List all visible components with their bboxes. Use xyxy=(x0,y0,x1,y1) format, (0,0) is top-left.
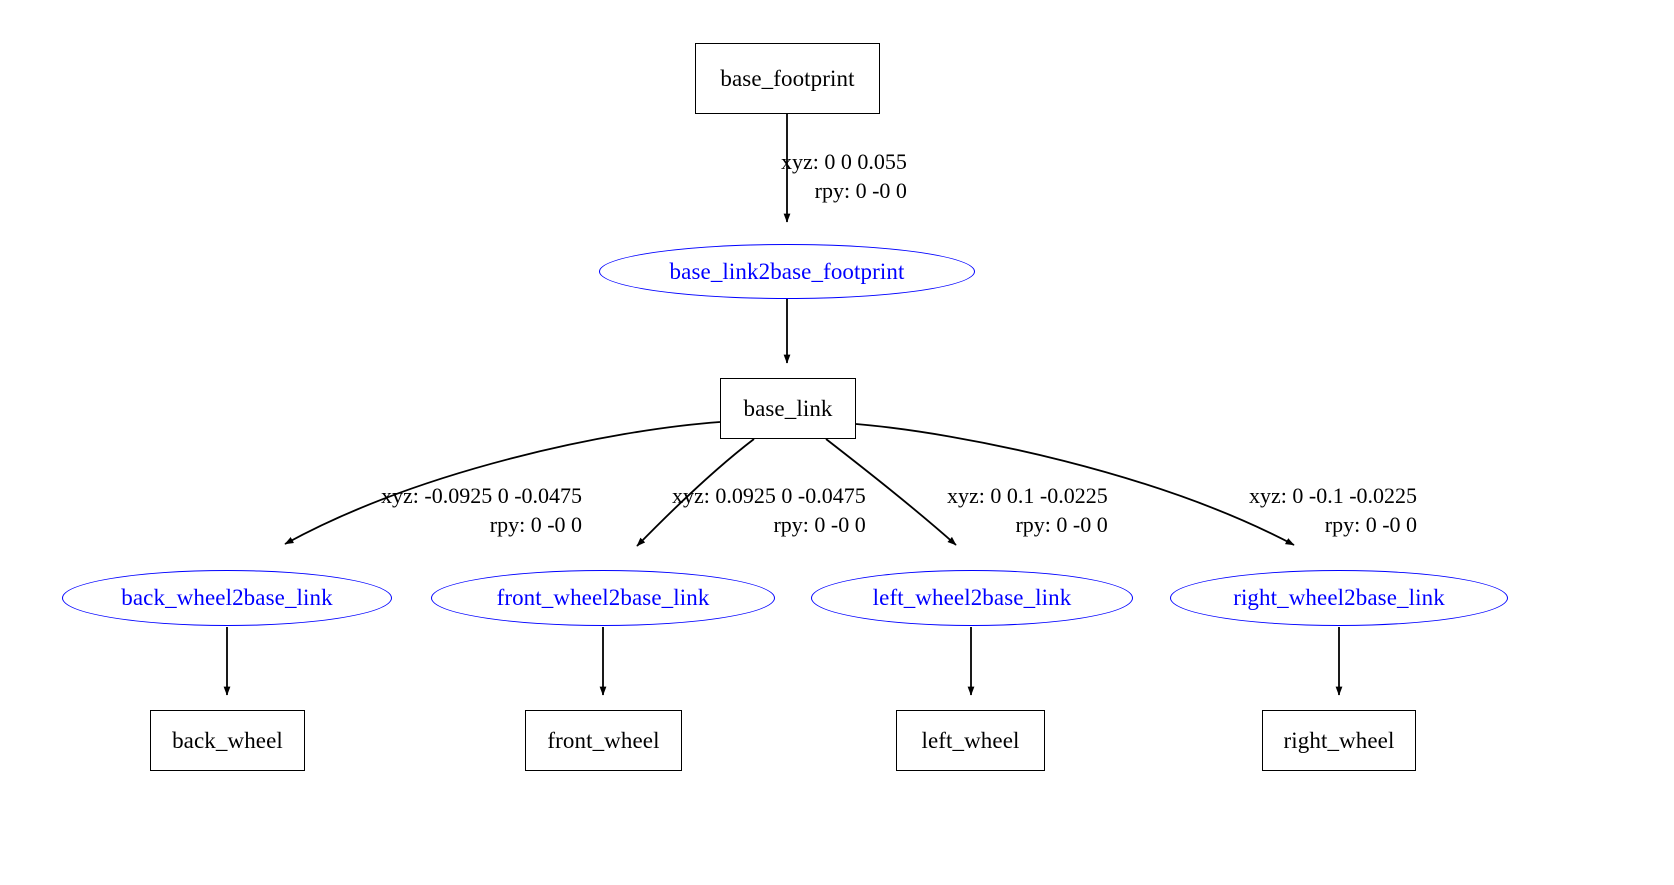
node-left-wheel[interactable]: left_wheel xyxy=(896,710,1045,771)
edge-base_link-to-right_wheel2base_link xyxy=(855,423,1295,546)
edge-label-base-link-to-left-wheel-joint: xyz: 0 0.1 -0.0225 rpy: 0 -0 0 xyxy=(947,481,1108,539)
node-front-wheel[interactable]: front_wheel xyxy=(525,710,682,771)
edge-label-rpy: rpy: 0 -0 0 xyxy=(814,178,907,204)
edge-label-xyz: xyz: 0 0.1 -0.0225 xyxy=(947,483,1108,508)
node-right-wheel[interactable]: right_wheel xyxy=(1262,710,1416,771)
node-right-wheel-label: right_wheel xyxy=(1283,727,1395,753)
edge-label-xyz: xyz: 0 0 0.055 xyxy=(781,149,907,174)
edge-label-base-link-to-back-wheel-joint: xyz: -0.0925 0 -0.0475 rpy: 0 -0 0 xyxy=(381,481,582,539)
node-base-footprint-label: base_footprint xyxy=(720,65,855,91)
edge-label-rpy: rpy: 0 -0 0 xyxy=(1324,512,1418,538)
edge-label-xyz: xyz: 0.0925 0 -0.0475 xyxy=(672,483,866,508)
node-right-wheel2base-link[interactable]: right_wheel2base_link xyxy=(1170,570,1508,626)
edge-label-xyz: xyz: 0 -0.1 -0.0225 xyxy=(1249,483,1418,508)
node-back-wheel[interactable]: back_wheel xyxy=(150,710,305,771)
node-base-footprint[interactable]: base_footprint xyxy=(695,43,880,114)
node-base-link2base-footprint-label: base_link2base_footprint xyxy=(669,258,905,284)
edge-label-rpy: rpy: 0 -0 0 xyxy=(489,512,583,538)
edge-base_link-to-back_wheel2base_link xyxy=(284,421,721,545)
node-front-wheel2base-link-label: front_wheel2base_link xyxy=(496,585,710,610)
edge-base_link-to-front_wheel2base_link xyxy=(636,438,755,547)
node-left-wheel2base-link-label: left_wheel2base_link xyxy=(872,585,1072,610)
node-base-link2base-footprint[interactable]: base_link2base_footprint xyxy=(599,244,975,299)
node-back-wheel2base-link[interactable]: back_wheel2base_link xyxy=(62,570,392,626)
node-front-wheel-label: front_wheel xyxy=(547,727,660,753)
edge-label-base-link-to-right-wheel-joint: xyz: 0 -0.1 -0.0225 rpy: 0 -0 0 xyxy=(1249,481,1417,539)
node-right-wheel2base-link-label: right_wheel2base_link xyxy=(1233,585,1445,610)
edge-label-base-footprint-to-joint: xyz: 0 0 0.055 rpy: 0 -0 0 xyxy=(781,147,907,205)
edge-label-base-link-to-front-wheel-joint: xyz: 0.0925 0 -0.0475 rpy: 0 -0 0 xyxy=(672,481,866,539)
node-base-link-label: base_link xyxy=(743,395,833,421)
edge-label-rpy: rpy: 0 -0 0 xyxy=(773,512,866,538)
node-base-link[interactable]: base_link xyxy=(720,378,856,439)
edge-base_link-to-left_wheel2base_link xyxy=(825,438,957,546)
edge-label-rpy: rpy: 0 -0 0 xyxy=(1015,512,1108,538)
node-front-wheel2base-link[interactable]: front_wheel2base_link xyxy=(431,570,775,626)
edge-label-xyz: xyz: -0.0925 0 -0.0475 xyxy=(381,483,583,508)
node-left-wheel-label: left_wheel xyxy=(921,727,1020,753)
node-back-wheel2base-link-label: back_wheel2base_link xyxy=(121,585,333,610)
node-left-wheel2base-link[interactable]: left_wheel2base_link xyxy=(811,570,1133,626)
node-back-wheel-label: back_wheel xyxy=(172,727,283,753)
